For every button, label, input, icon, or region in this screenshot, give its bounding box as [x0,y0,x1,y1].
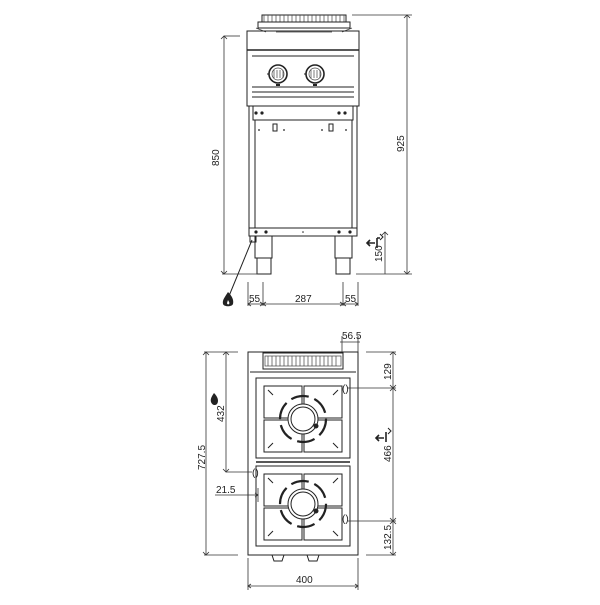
dim-432: 432 [210,351,252,473]
svg-text:129: 129 [383,363,394,380]
knob-left [267,64,288,86]
dim-400: 400 [247,558,359,590]
svg-text:(): () [342,384,349,395]
gas-flame-icon [210,393,218,406]
gas-flame-icon [222,292,234,307]
legs [249,235,353,275]
top-grate [255,14,353,33]
front-view: 850 925 150 55 [211,14,412,307]
svg-text:150: 150 [374,245,385,262]
cabinet-body [248,105,358,237]
svg-text:727.5: 727.5 [197,445,208,470]
svg-text:925: 925 [396,135,407,152]
svg-text:55: 55 [345,294,357,305]
svg-text:(): () [252,468,259,479]
dim-727-5: 727.5 [197,351,238,556]
svg-text:400: 400 [296,575,313,586]
knob-right [304,64,325,86]
dim-150: 150 [374,231,389,274]
electric-connection-icon [365,233,384,248]
svg-text:850: 850 [211,149,222,166]
dim-56-5: 56.5 [340,331,362,352]
svg-text:(): () [342,514,349,525]
svg-text:287: 287 [295,294,312,305]
top-view: () () () 727.5 [197,331,397,590]
dim-right-stack: 129 466 132.5 [348,351,397,556]
control-panel [246,30,360,107]
dim-925: 925 [352,14,412,275]
svg-text:432: 432 [216,405,227,422]
burner-top: () [255,377,351,459]
top-outline [247,351,359,556]
svg-text:466: 466 [383,445,394,462]
flue-grate [250,352,356,373]
svg-text:21.5: 21.5 [216,485,236,496]
svg-text:56.5: 56.5 [342,331,362,342]
svg-text:132.5: 132.5 [383,525,394,550]
svg-text:55: 55 [249,294,261,305]
electric-connection-icon [374,427,392,442]
burner-bottom: () () [252,465,351,547]
dim-850: 850 [211,35,240,275]
dim-widths: 55 287 55 [247,282,359,307]
dim-21-5: 21.5 [215,485,259,502]
